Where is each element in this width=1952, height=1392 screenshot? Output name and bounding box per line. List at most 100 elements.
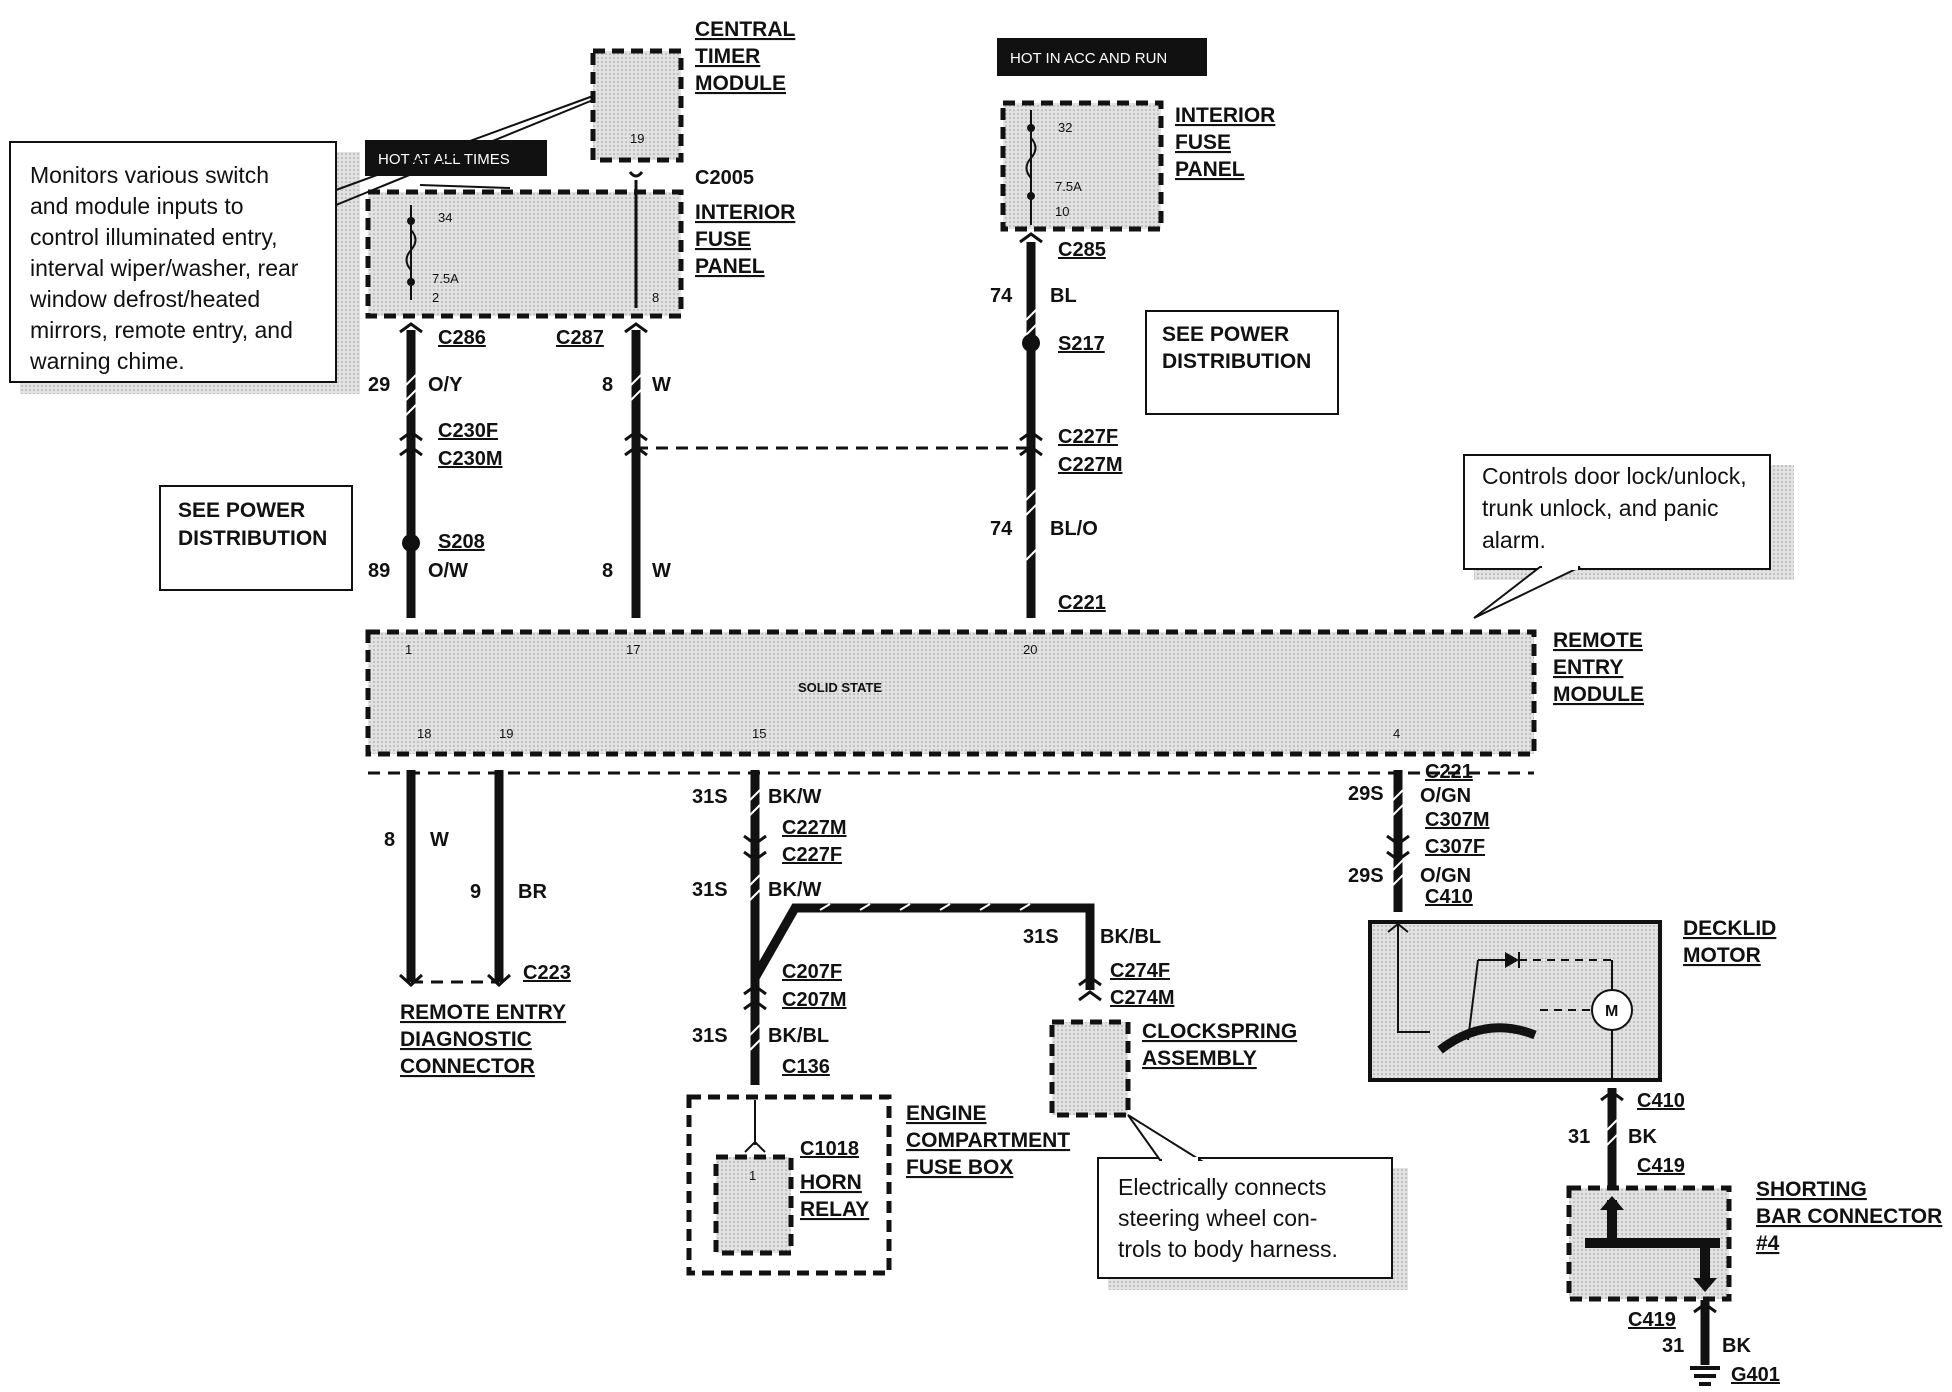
interior-fuse-panel-right: 32 7.5A 10 INTERIOR FUSE PANEL <box>1000 100 1275 232</box>
rem-pin-18: 18 <box>417 726 431 741</box>
timer-pin-label: 19 <box>630 131 644 146</box>
central-timer-module: 19 CENTRAL TIMER MODULE <box>590 18 795 178</box>
conn-c307m: C307M <box>1425 809 1489 831</box>
conn-c274m: C274M <box>1110 987 1174 1009</box>
fuse-box-label-2: COMPARTMENT <box>906 1129 1070 1152</box>
conn-c227m-top: C227M <box>1058 454 1122 476</box>
rem-pin-15: 15 <box>752 726 766 741</box>
wire-74b-color: BL/O <box>1050 518 1098 540</box>
conn-c274f: C274F <box>1110 960 1170 982</box>
wire-29s-a-color: O/GN <box>1420 785 1471 807</box>
wire-31s-d-color: BK/BL <box>768 1025 829 1047</box>
clockspring-assembly: CLOCKSPRING ASSEMBLY <box>1049 1019 1297 1118</box>
conn-c221-bot: C221 <box>1425 761 1473 783</box>
fuse-right-rating: 7.5A <box>1055 179 1082 194</box>
rem-pin-17: 17 <box>626 642 640 657</box>
shorting-label-2: BAR CONNECTOR <box>1756 1205 1942 1228</box>
conn-c207f: C207F <box>782 961 842 983</box>
wire-89-circuit: 89 <box>368 560 390 582</box>
clockspring-note: Electrically connects steering wheel con… <box>1097 1114 1408 1290</box>
hot-in-acc-and-run-tag: HOT IN ACC AND RUN <box>997 38 1207 76</box>
wire-29s-b-color: O/GN <box>1420 865 1471 887</box>
remote-note-line-1: Controls door lock/unlock, <box>1482 463 1747 489</box>
fuse-left-label-3: PANEL <box>695 255 765 278</box>
timer-note-line-1: Monitors various switch <box>30 162 269 188</box>
wire-31b-circuit: 31 <box>1662 1335 1684 1357</box>
conn-c136: C136 <box>782 1056 830 1078</box>
see-power-left-line-2: DISTRIBUTION <box>178 527 327 550</box>
fuse-box-label-1: ENGINE <box>906 1102 987 1125</box>
fuse-right-label-2: FUSE <box>1175 131 1231 154</box>
horn-relay-connector: C1018 <box>800 1138 859 1160</box>
see-power-right-line-2: DISTRIBUTION <box>1162 350 1311 373</box>
diag-label-3: CONNECTOR <box>400 1055 535 1078</box>
conn-c307f: C307F <box>1425 836 1485 858</box>
conn-c221-top: C221 <box>1058 592 1106 614</box>
conn-c285: C285 <box>1058 239 1106 261</box>
rem-label-1: REMOTE <box>1553 629 1643 652</box>
see-power-box-right: SEE POWER DISTRIBUTION <box>1145 310 1339 415</box>
see-power-right-line-1: SEE POWER <box>1162 323 1289 346</box>
fuse-right-label-1: INTERIOR <box>1175 104 1275 127</box>
shorting-label-3: #4 <box>1756 1232 1780 1255</box>
fuse-right-label-3: PANEL <box>1175 158 1245 181</box>
see-power-box-left: SEE POWER DISTRIBUTION <box>159 485 353 591</box>
wire-31s-c-color: BK/BL <box>1100 926 1161 948</box>
shorting-bar-connector: SHORTING BAR CONNECTOR #4 <box>1566 1178 1942 1302</box>
conn-c230f: C230F <box>438 420 498 442</box>
wire-31s-c-circuit: 31S <box>1023 926 1059 948</box>
splice-s217: S217 <box>1058 333 1105 355</box>
shorting-label-1: SHORTING <box>1756 1178 1867 1201</box>
interior-fuse-panel-left: 34 7.5A 2 8 C2005 INTERIOR FUSE PANEL <box>365 167 795 319</box>
fuse-right-pin-top: 32 <box>1058 120 1072 135</box>
fuse-box-label-3: FUSE BOX <box>906 1156 1013 1179</box>
wire-74a-color: BL <box>1050 285 1077 307</box>
wire-8b-color: W <box>652 560 671 582</box>
decklid-motor: M DECKLID MOTOR <box>1368 917 1776 1082</box>
timer-label-3: MODULE <box>695 72 786 95</box>
diag-label-2: DIAGNOSTIC <box>400 1028 532 1051</box>
rem-pin-1: 1 <box>405 642 412 657</box>
fuse-left-label-1: INTERIOR <box>695 201 795 224</box>
timer-note-line-4: interval wiper/washer, rear <box>30 255 299 281</box>
conn-c227m-bot: C227M <box>782 817 846 839</box>
rem-pin-20: 20 <box>1023 642 1037 657</box>
wire-29s-a-circuit: 29S <box>1348 783 1384 805</box>
wire-31s-b-color: BK/W <box>768 879 821 901</box>
clockspring-note-line-2: steering wheel con- <box>1118 1205 1317 1231</box>
remote-note-line-3: alarm. <box>1482 527 1546 553</box>
clockspring-label-2: ASSEMBLY <box>1142 1047 1257 1070</box>
conn-c223: C223 <box>523 962 571 984</box>
fuse-right-pin-bottom: 10 <box>1055 204 1069 219</box>
wire-9-color: BR <box>518 881 547 903</box>
wire-8a-circuit: 8 <box>602 374 613 396</box>
rem-pin-4: 4 <box>1393 726 1400 741</box>
diag-label-1: REMOTE ENTRY <box>400 1001 566 1024</box>
horn-relay-label-1: HORN <box>800 1171 862 1194</box>
fuse-left-label-2: FUSE <box>695 228 751 251</box>
remote-entry-module: 1 17 20 SOLID STATE 18 19 15 4 REMOTE EN… <box>365 629 1644 757</box>
timer-note-line-3: control illuminated entry, <box>30 224 278 250</box>
rem-label-2: ENTRY <box>1553 656 1623 679</box>
wire-89-color: O/W <box>428 560 468 582</box>
remote-entry-note: Controls door lock/unlock, trunk unlock,… <box>1463 454 1794 619</box>
hot-in-acc-text: HOT IN ACC AND RUN <box>1010 50 1167 67</box>
wire-31s-b-circuit: 31S <box>692 879 728 901</box>
wire-8c-color: W <box>430 829 449 851</box>
bottom-wire-labels: 8 W 9 BR C223 31S BK/W C227M C227F 31S B… <box>384 761 1780 1386</box>
hot-at-all-times-text: HOT AT ALL TIMES <box>378 151 510 168</box>
remote-entry-diagnostic-connector: REMOTE ENTRY DIAGNOSTIC CONNECTOR <box>400 1001 566 1078</box>
wire-74b-circuit: 74 <box>990 518 1013 540</box>
bottom-wires <box>368 770 1720 1386</box>
remote-note-line-2: trunk unlock, and panic <box>1482 495 1719 521</box>
fuse-left-connector: C2005 <box>695 167 754 189</box>
timer-note-line-2: and module inputs to <box>30 193 244 219</box>
conn-c287: C287 <box>556 327 604 349</box>
wire-31a-circuit: 31 <box>1568 1126 1590 1148</box>
motor-symbol-icon: M <box>1605 1003 1618 1020</box>
wire-29-color: O/Y <box>428 374 463 396</box>
conn-c410-bot: C410 <box>1637 1090 1685 1112</box>
horn-relay-label-2: RELAY <box>800 1198 869 1221</box>
conn-c410-top: C410 <box>1425 886 1473 908</box>
